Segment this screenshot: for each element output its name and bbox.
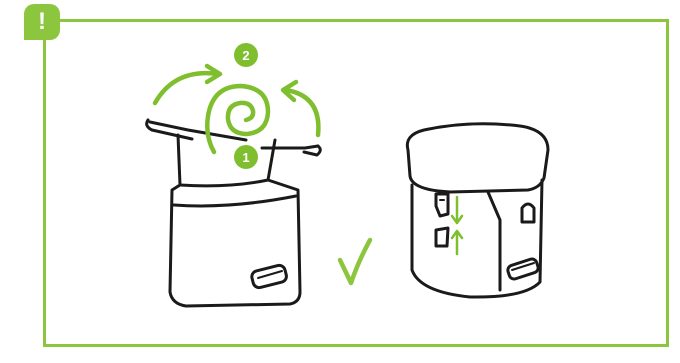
step-2-badge: 2 [234, 43, 258, 67]
buckle-bottom [436, 228, 448, 246]
roll-collar [178, 135, 275, 186]
right-strap [262, 146, 318, 148]
closed-bag-body [412, 180, 542, 297]
side-clip [522, 204, 534, 222]
check-mark-icon [340, 240, 370, 283]
reflector-right [507, 258, 540, 281]
closed-bag-drawing [407, 124, 548, 297]
left-strap-lower [152, 130, 192, 139]
open-bag-drawing [147, 120, 321, 306]
bag-seam [174, 196, 296, 206]
arrow-left-curve [155, 73, 218, 103]
buckle-arrows [452, 197, 462, 254]
step-1-badge: 1 [234, 145, 258, 169]
buckle-top [436, 194, 448, 216]
roll-spiral [207, 86, 268, 152]
bag-lid [407, 124, 548, 192]
bag-side-seam [488, 192, 500, 290]
reflector-left [251, 264, 288, 289]
